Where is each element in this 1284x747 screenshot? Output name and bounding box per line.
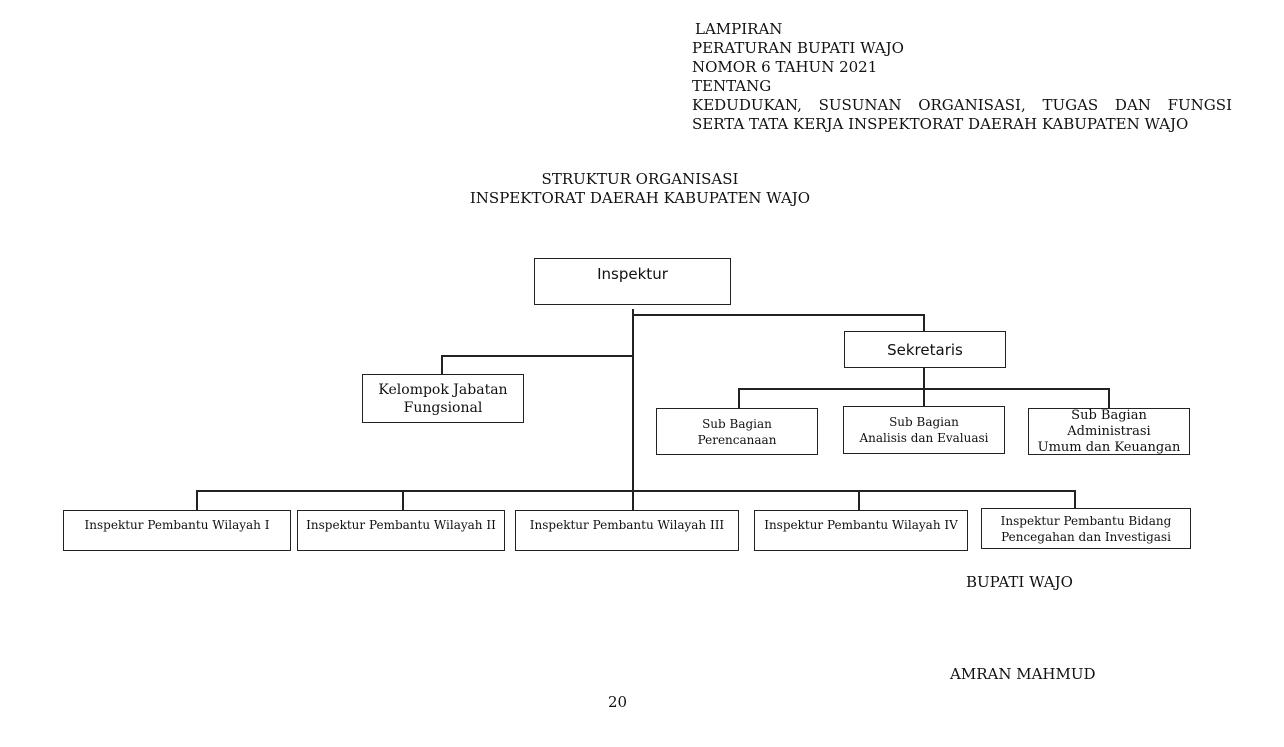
org-box-wilayah-2: Inspektur Pembantu Wilayah II [297,510,505,551]
org-box-inspektur: Inspektur [534,258,731,305]
page-number: 20 [608,693,628,711]
org-box-sekretaris: Sekretaris [844,331,1006,368]
org-label-sub-administrasi: Sub Bagian Administrasi Umum dan Keuanga… [1037,407,1181,455]
connector-to-fungsional-v [441,355,443,374]
org-box-fungsional: Kelompok Jabatan Fungsional [362,374,524,423]
connector-subbagian-h [738,388,1109,390]
org-label-fungsional: Kelompok Jabatan Fungsional [378,381,508,416]
connector-to-fungsional-h [441,355,633,357]
org-label-wilayah-3: Inspektur Pembantu Wilayah III [529,518,725,532]
org-box-wilayah-4: Inspektur Pembantu Wilayah IV [754,510,968,551]
connector-bidang-v [1074,490,1076,508]
connector-main-vertical [632,309,634,491]
org-label-wilayah-1: Inspektur Pembantu Wilayah I [84,518,270,532]
connector-to-sekretaris-h [632,314,924,316]
connector-wilayah-3-v [632,490,634,510]
chart-title-line-1: STRUKTUR ORGANISASI [541,170,739,188]
appendix-header: LAMPIRAN PERATURAN BUPATI WAJO NOMOR 6 T… [692,20,1232,134]
connector-wilayah-2-v [402,490,404,510]
chart-title-line-2: INSPEKTORAT DAERAH KABUPATEN WAJO [469,189,811,207]
chart-title: STRUKTUR ORGANISASI INSPEKTORAT DAERAH K… [440,170,840,208]
connector-to-sekretaris-v [923,314,925,332]
header-line-lampiran: LAMPIRAN [695,20,783,38]
connector-subbagian-3-v [1108,388,1110,408]
org-label-sub-perencanaan: Sub Bagian Perencanaan [697,416,777,447]
org-label-sub-analisis: Sub Bagian Analisis dan Evaluasi [859,415,989,445]
signature-name: AMRAN MAHMUD [950,665,1096,683]
org-box-sub-administrasi: Sub Bagian Administrasi Umum dan Keuanga… [1028,408,1190,455]
connector-wilayah-1-v [196,490,198,510]
connector-subbagian-1-v [738,388,740,408]
connector-sekretaris-down [923,368,925,406]
org-label-bidang-pencegahan: Inspektur Pembantu Bidang Pencegahan dan… [1000,513,1172,544]
org-label-sekretaris: Sekretaris [887,340,963,359]
org-box-wilayah-1: Inspektur Pembantu Wilayah I [63,510,291,551]
org-box-bidang-pencegahan: Inspektur Pembantu Bidang Pencegahan dan… [981,508,1191,549]
header-line-tentang: TENTANG [692,77,772,95]
header-line-subject-1: KEDUDUKAN, SUSUNAN ORGANISASI, TUGAS DAN… [692,96,1232,114]
header-line-nomor: NOMOR 6 TAHUN 2021 [692,58,878,76]
connector-wilayah-4-v [858,490,860,510]
header-line-peraturan: PERATURAN BUPATI WAJO [692,39,904,57]
org-box-wilayah-3: Inspektur Pembantu Wilayah III [515,510,739,551]
signature-office: BUPATI WAJO [966,573,1073,591]
org-label-inspektur: Inspektur [597,265,668,283]
connector-wilayah-h [196,490,1075,492]
org-label-wilayah-4: Inspektur Pembantu Wilayah IV [764,518,958,532]
org-box-sub-analisis: Sub Bagian Analisis dan Evaluasi [843,406,1005,454]
header-line-subject-2: SERTA TATA KERJA INSPEKTORAT DAERAH KABU… [692,115,1189,133]
org-label-wilayah-2: Inspektur Pembantu Wilayah II [306,518,496,532]
org-box-sub-perencanaan: Sub Bagian Perencanaan [656,408,818,455]
